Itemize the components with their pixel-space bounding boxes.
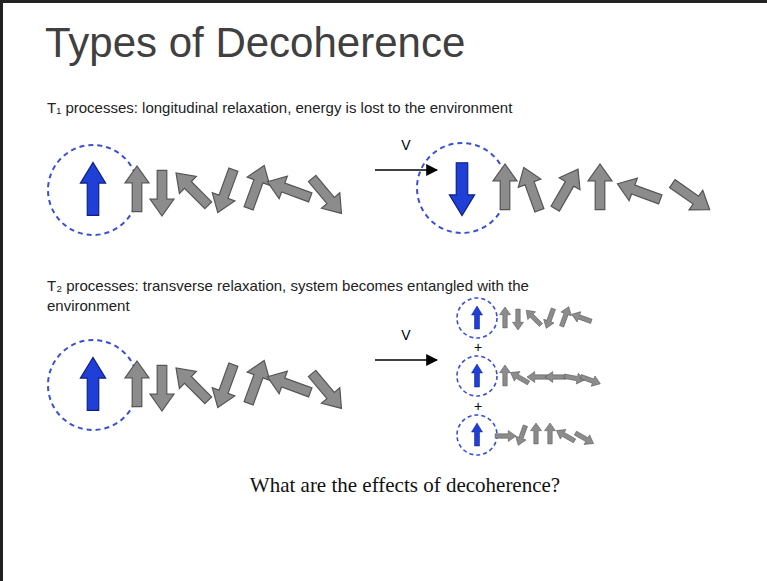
system-circle	[457, 298, 497, 338]
slide-frame	[0, 0, 3, 581]
process-description-box: T₂ processes: transverse relaxation, sys…	[47, 276, 607, 315]
environment-spins	[495, 423, 596, 448]
slide-frame	[0, 0, 767, 3]
environment-spins	[500, 365, 603, 389]
slide-caption-box: What are the effects of decoherence?	[185, 472, 625, 499]
environment-spins	[125, 161, 351, 221]
system-circle	[48, 340, 138, 430]
spin-up	[80, 162, 105, 215]
environment-spins	[500, 305, 594, 330]
environment-spins	[493, 163, 717, 219]
slide-title: Types of Decoherence	[45, 19, 465, 66]
spin-up	[472, 364, 483, 387]
interaction-label: V	[401, 327, 410, 343]
slide-caption: What are the effects of decoherence?	[250, 473, 560, 497]
system-circle	[457, 356, 497, 396]
superposition-plus: +	[474, 339, 482, 355]
superposition-plus-box: +	[469, 338, 487, 356]
system-circle	[417, 143, 507, 233]
spin-down	[449, 163, 474, 216]
environment-spins	[125, 356, 351, 416]
interaction-label-box: V	[396, 326, 416, 344]
process-arrow	[375, 169, 437, 171]
process-description-box: T₁ processes: longitudinal relaxation, e…	[47, 98, 747, 118]
process-arrow	[375, 359, 437, 361]
system-circle	[48, 145, 138, 235]
spin-up	[472, 423, 483, 446]
slide-title-box: Types of Decoherence	[45, 16, 645, 71]
spin-up	[472, 306, 483, 329]
spin-up	[80, 357, 105, 410]
superposition-plus: +	[474, 398, 482, 414]
interaction-label-box: V	[396, 136, 416, 154]
process-description: T₂ processes: transverse relaxation, sys…	[47, 277, 529, 314]
superposition-plus-box: +	[469, 397, 487, 415]
process-description: T₁ processes: longitudinal relaxation, e…	[47, 99, 512, 116]
system-circle	[457, 415, 497, 455]
interaction-label: V	[401, 137, 410, 153]
